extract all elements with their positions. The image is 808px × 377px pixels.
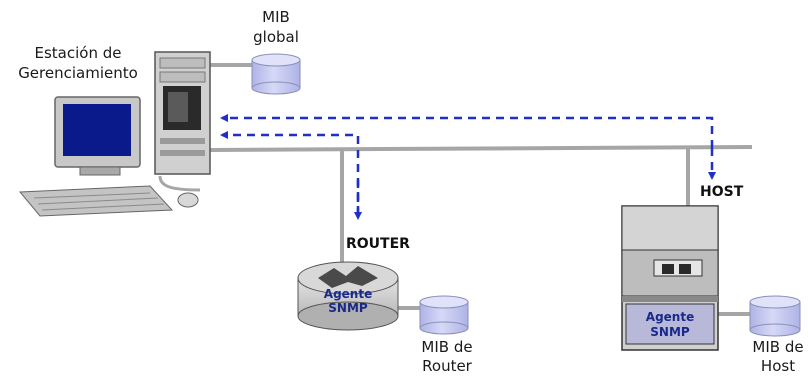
mib-host-database-icon	[749, 295, 801, 337]
mib-global-label-line1: MIB	[262, 8, 290, 26]
mib-host-label-line2: Host	[761, 357, 795, 375]
mib-global-database-icon	[251, 53, 301, 95]
station-label-line1: Estación de	[35, 44, 122, 62]
mib-global-label-line2: global	[253, 28, 299, 46]
router-agent-label-line2: SNMP	[328, 301, 368, 315]
host-agent-label-line1: Agente	[646, 310, 694, 324]
mib-router-label-line1: MIB de	[421, 338, 472, 356]
mib-router-database-icon	[419, 295, 469, 335]
mib-router-label-line2: Router	[422, 357, 473, 375]
host-server-icon	[621, 205, 719, 351]
workstation-icon	[18, 51, 211, 217]
mib-host-label-line1: MIB de	[752, 338, 803, 356]
polling-arrows	[220, 114, 716, 220]
host-agent-label-line2: SNMP	[650, 325, 690, 339]
router-icon	[297, 261, 399, 331]
host-label: HOST	[700, 184, 744, 200]
router-agent-label-line1: Agente	[324, 287, 372, 301]
network-backbone	[158, 63, 753, 316]
station-label-line2: Gerenciamiento	[18, 64, 138, 82]
router-label: ROUTER	[346, 236, 410, 252]
